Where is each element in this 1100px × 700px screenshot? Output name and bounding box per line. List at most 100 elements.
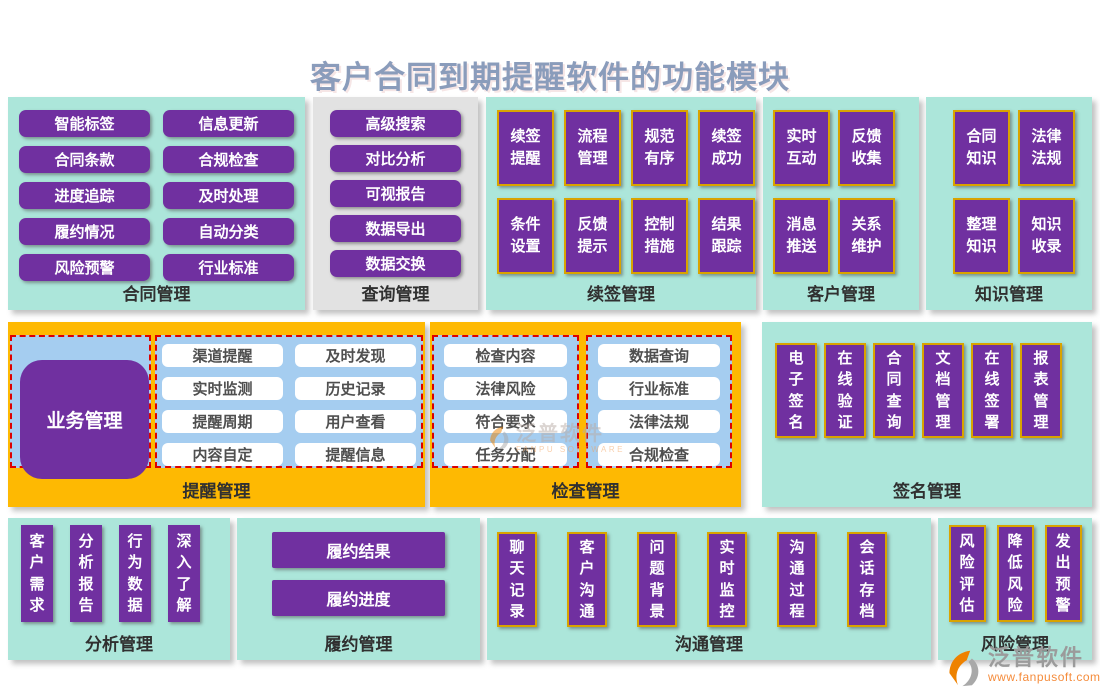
feature-button[interactable]: 高级搜索: [330, 110, 461, 137]
button-grid: 合同知识 法律法规 整理知识 知识收录: [926, 97, 1092, 274]
feature-button[interactable]: 信息更新: [163, 110, 294, 137]
feature-button[interactable]: 沟通过程: [777, 532, 817, 627]
feature-button[interactable]: 检查内容: [444, 344, 567, 367]
feature-button[interactable]: 数据交换: [330, 250, 461, 277]
feature-button[interactable]: 反馈收集: [838, 110, 895, 186]
feature-button[interactable]: 风险评估: [948, 525, 986, 622]
feature-button[interactable]: 实时监控: [707, 532, 747, 627]
feature-button[interactable]: 任务分配: [444, 443, 567, 466]
feature-button[interactable]: 发出预警: [1044, 525, 1082, 622]
feature-button[interactable]: 法律法规: [1018, 110, 1075, 186]
panel-contract-management: 智能标签 信息更新 合同条款 合规检查 进度追踪 及时处理 履约情况 自动分类 …: [8, 97, 305, 310]
feature-button[interactable]: 关系维护: [838, 198, 895, 274]
label: 问题背景: [649, 538, 665, 620]
feature-button[interactable]: 合规检查: [163, 146, 294, 173]
feature-button[interactable]: 合同查询: [873, 343, 915, 438]
panel-label: 风险管理: [981, 635, 1049, 654]
feature-button[interactable]: 续签提醒: [497, 110, 554, 186]
label: 客户需求: [29, 532, 45, 614]
label: 聊天记录: [509, 538, 525, 620]
feature-button[interactable]: 用户查看: [295, 410, 416, 433]
feature-button[interactable]: 符合要求: [444, 410, 567, 433]
feature-button[interactable]: 合同条款: [19, 146, 150, 173]
panel-label: 客户管理: [807, 285, 875, 304]
feature-button[interactable]: 提醒周期: [162, 410, 283, 433]
label: 在线验证: [837, 349, 853, 431]
inspection-right-box: 数据查询 行业标准 法律法规 合规检查: [586, 335, 732, 468]
label: 分析报告: [78, 532, 94, 614]
label: 合同知识: [966, 127, 997, 168]
feature-button[interactable]: 及时发现: [295, 344, 416, 367]
feature-button[interactable]: 实时互动: [773, 110, 830, 186]
panel-analysis-management: 客户需求 分析报告 行为数据 深入了解 分析管理: [8, 518, 230, 660]
label: 流程管理: [577, 127, 608, 168]
feature-button[interactable]: 数据查询: [598, 344, 720, 367]
label: 实时监控: [719, 538, 735, 620]
feature-button[interactable]: 结果跟踪: [698, 198, 755, 274]
panel-label: 签名管理: [893, 482, 961, 501]
feature-button[interactable]: 履约情况: [19, 218, 150, 245]
feature-button[interactable]: 反馈提示: [564, 198, 621, 274]
label: 发出预警: [1055, 532, 1071, 614]
watermark-subtext: FANPU SOFTWARE: [516, 445, 625, 454]
feature-button[interactable]: 整理知识: [953, 198, 1010, 274]
feature-button[interactable]: 内容自定: [162, 443, 283, 466]
feature-button[interactable]: 履约结果: [272, 532, 445, 568]
panel-performance-management: 履约结果 履约进度 履约管理: [237, 518, 480, 660]
feature-button[interactable]: 合规检查: [598, 443, 720, 466]
label: 整理知识: [966, 215, 997, 256]
feature-button[interactable]: 消息推送: [773, 198, 830, 274]
panel-renewal-management: 续签提醒 流程管理 规范有序 续签成功 条件设置 反馈提示 控制措施 结果跟踪 …: [486, 97, 756, 310]
feature-button[interactable]: 对比分析: [330, 145, 461, 172]
feature-button[interactable]: 客户沟通: [567, 532, 607, 627]
watermark: 泛普软件 FANPU SOFTWARE: [488, 424, 625, 454]
feature-button[interactable]: 行业标准: [598, 377, 720, 400]
feature-button[interactable]: 客户需求: [21, 525, 53, 622]
label: 续签提醒: [510, 127, 541, 168]
label: 续签成功: [711, 127, 742, 168]
feature-button[interactable]: 流程管理: [564, 110, 621, 186]
feature-button[interactable]: 行为数据: [119, 525, 151, 622]
panel-label: 合同管理: [122, 285, 191, 304]
feature-button[interactable]: 履约进度: [272, 580, 445, 616]
feature-button[interactable]: 实时监测: [162, 377, 283, 400]
feature-button[interactable]: 控制措施: [631, 198, 688, 274]
brand-logo: 泛普软件 www.fanpusoft.com: [946, 645, 1100, 690]
business-management-block[interactable]: 业务管理: [20, 360, 149, 479]
feature-button[interactable]: 条件设置: [497, 198, 554, 274]
label: 电子签名: [788, 349, 804, 431]
feature-button[interactable]: 合同知识: [953, 110, 1010, 186]
feature-button[interactable]: 法律法规: [598, 410, 720, 433]
feature-button[interactable]: 提醒信息: [295, 443, 416, 466]
label: 报表管理: [1033, 349, 1049, 431]
feature-button[interactable]: 报表管理: [1020, 343, 1062, 438]
feature-button[interactable]: 续签成功: [698, 110, 755, 186]
feature-button[interactable]: 分析报告: [70, 525, 102, 622]
button-grid: 渠道提醒 及时发现 实时监测 历史记录 提醒周期 用户查看 内容自定 提醒信息: [157, 337, 421, 466]
button-grid: 实时互动 反馈收集 消息推送 关系维护: [763, 97, 919, 274]
feature-button[interactable]: 及时处理: [163, 182, 294, 209]
feature-button[interactable]: 法律风险: [444, 377, 567, 400]
feature-button[interactable]: 智能标签: [19, 110, 150, 137]
feature-button[interactable]: 规范有序: [631, 110, 688, 186]
feature-button[interactable]: 行业标准: [163, 254, 294, 281]
feature-button[interactable]: 会话存档: [847, 532, 887, 627]
feature-button[interactable]: 在线签署: [971, 343, 1013, 438]
feature-button[interactable]: 在线验证: [824, 343, 866, 438]
feature-button[interactable]: 渠道提醒: [162, 344, 283, 367]
feature-button[interactable]: 数据导出: [330, 215, 461, 242]
feature-button[interactable]: 进度追踪: [19, 182, 150, 209]
feature-button[interactable]: 知识收录: [1018, 198, 1075, 274]
feature-button[interactable]: 可视报告: [330, 180, 461, 207]
feature-button[interactable]: 自动分类: [163, 218, 294, 245]
feature-button[interactable]: 聊天记录: [497, 532, 537, 627]
feature-button[interactable]: 文档管理: [922, 343, 964, 438]
feature-button[interactable]: 历史记录: [295, 377, 416, 400]
feature-button[interactable]: 降低风险: [996, 525, 1034, 622]
feature-button[interactable]: 深入了解: [168, 525, 200, 622]
label: 消息推送: [786, 215, 817, 256]
feature-button[interactable]: 问题背景: [637, 532, 677, 627]
feature-button[interactable]: 电子签名: [775, 343, 817, 438]
feature-button[interactable]: 风险预警: [19, 254, 150, 281]
